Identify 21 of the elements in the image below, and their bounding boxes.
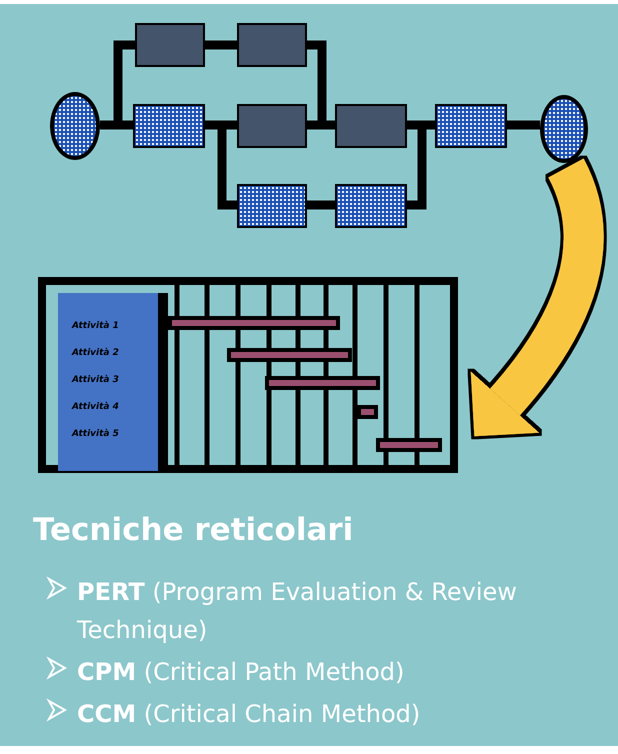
task-box [335,104,407,148]
task-box [237,184,307,228]
bullet-text: CPM (Critical Path Method) [77,657,406,688]
task-box [135,23,205,67]
heading: Tecniche reticolari [33,512,354,548]
activity-label: Attività 1 [72,321,119,331]
task-box [133,104,205,148]
activity-label: Attività 4 [72,402,119,412]
bullet-text: PERT (Program Evaluation & Review Technique) [77,577,518,646]
activity-label: Attività 2 [72,348,119,358]
task-box [237,104,307,148]
task-box [335,184,407,228]
gantt-chart [38,277,458,473]
task-box [237,23,307,67]
bullet-text: CCM (Critical Chain Method) [77,699,422,730]
task-box [435,104,507,148]
activity-panel [58,293,168,471]
activity-label: Attività 3 [72,375,119,385]
connector-line [307,200,335,210]
connector-line [205,40,237,50]
activity-label: Attività 5 [72,429,119,439]
